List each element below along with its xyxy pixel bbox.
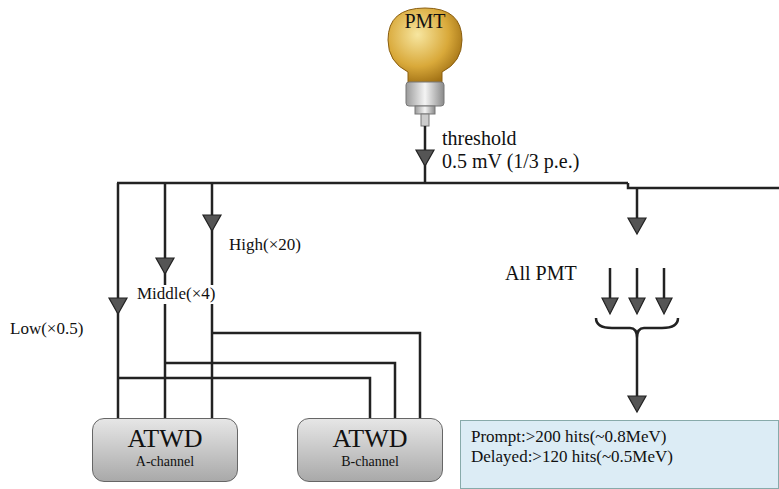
atwd-box: ATWDA-channel <box>92 418 238 482</box>
gain-label: High(×20) <box>227 236 303 255</box>
atwd-box: ATWDB-channel <box>297 418 443 482</box>
gain-label: Low(×0.5) <box>8 320 85 339</box>
arrowheads <box>109 150 672 412</box>
gain-label: Middle(×4) <box>135 285 218 304</box>
box-text: B-channel <box>306 454 434 471</box>
box-title: Prompt:>200 hits(~0.8MeV) <box>471 427 768 447</box>
box-title: ATWD <box>101 423 229 454</box>
device-name: PMT <box>404 10 445 32</box>
pmt-illustration <box>388 8 462 126</box>
threshold-value: 0.5 mV (1/3 p.e.) <box>442 150 579 172</box>
box-title: ATWD <box>306 423 434 454</box>
box-text: Delayed:>120 hits(~0.5MeV) <box>471 447 768 467</box>
threshold-label: threshold <box>442 127 516 149</box>
trigger-box: Prompt:>200 hits(~0.8MeV)Delayed:>120 hi… <box>460 420 779 489</box>
signal-wires <box>117 126 779 418</box>
bus-label: All PMT <box>505 262 577 284</box>
box-text: A-channel <box>101 454 229 471</box>
